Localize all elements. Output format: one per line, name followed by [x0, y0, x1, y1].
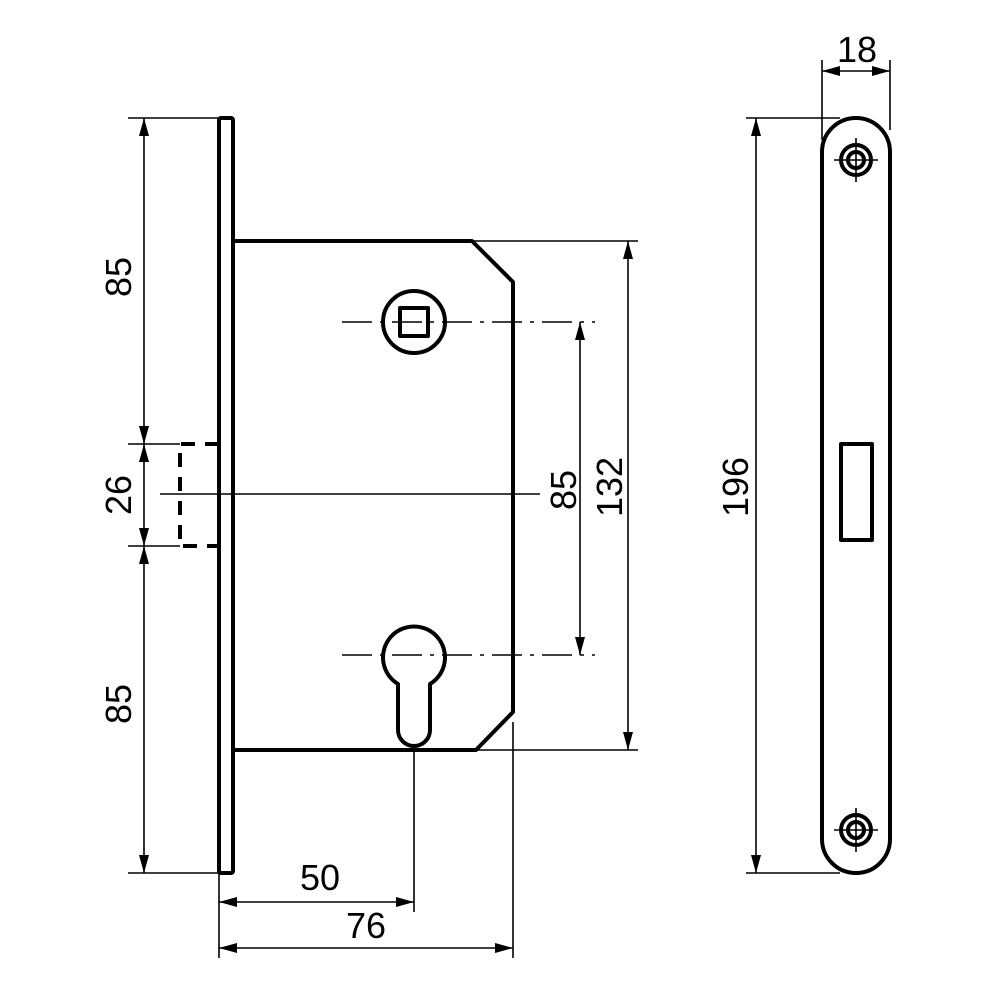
dim-faceplate-height: 196: [715, 457, 756, 517]
screw-hole-icon: [834, 138, 878, 182]
dim-backset: 50: [300, 857, 340, 898]
dim-top-backset: 85: [98, 257, 139, 297]
faceplate-side: [217, 116, 235, 875]
left-dimensions: 85 26 85: [98, 117, 219, 874]
faceplate-view: [820, 116, 892, 875]
lock-case: [231, 239, 515, 752]
dim-latch-height: 26: [98, 475, 139, 515]
dim-bottom-backset: 85: [98, 684, 139, 724]
dim-faceplate-width: 18: [837, 29, 877, 70]
faceplate-dimensions: 18 196: [715, 29, 891, 874]
screw-hole-icon: [834, 808, 878, 852]
bottom-dimensions: 50 76: [218, 722, 514, 958]
latch-bolt-hidden: [178, 442, 219, 548]
faceplate: [820, 116, 892, 875]
dim-center-distance: 85: [543, 470, 584, 510]
dim-case-height: 132: [589, 457, 630, 517]
dim-case-depth: 76: [346, 905, 386, 946]
lock-body-view: [160, 116, 595, 875]
case-dimensions: 85 132: [472, 240, 638, 751]
euro-cylinder-cutout-icon: [381, 624, 447, 748]
latch-opening: [839, 442, 874, 542]
